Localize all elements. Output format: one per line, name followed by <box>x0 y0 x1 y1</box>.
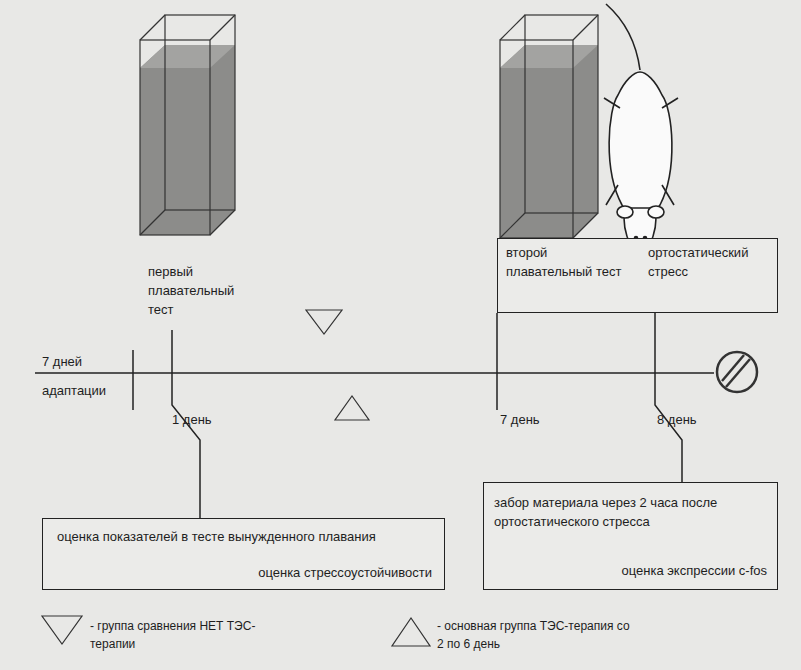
stage-label: первый плавательный тест <box>148 262 248 319</box>
prohibition-symbol <box>717 352 757 392</box>
legend-marker <box>392 618 430 646</box>
day-label: 7 день <box>500 410 540 429</box>
box-heading: оценка показателей в тесте вынужденного … <box>57 527 427 546</box>
process-box: второй плавательный тест ортостатический … <box>497 238 778 313</box>
period-label: 7 дней адаптации <box>42 347 127 405</box>
legend-marker <box>42 616 82 644</box>
box-heading: второй плавательный тест <box>506 243 624 281</box>
day-label: 8 день <box>657 410 697 429</box>
box-heading: забор материала через 2 часа после ортос… <box>494 493 724 531</box>
day-label: 1 день <box>172 410 212 429</box>
aquarium <box>140 15 235 235</box>
legend-text: - основная группа ТЭС-терапия со 2 по 6 … <box>437 617 637 653</box>
box-note: ортостатический стресс <box>648 243 773 281</box>
process-box: оценка показателей в тесте вынужденного … <box>42 518 445 590</box>
rat-illustration <box>604 4 678 258</box>
comparison-group-marker <box>306 310 342 334</box>
legend-text: - группа сравнения НЕТ ТЭС-терапии <box>90 617 260 653</box>
aquarium <box>500 15 598 238</box>
main-group-marker <box>335 396 369 420</box>
process-box: забор материала через 2 часа после ортос… <box>483 482 778 590</box>
box-note: оценка экспрессии c-fos <box>621 561 767 580</box>
box-note: оценка стрессоустойчивости <box>258 563 432 582</box>
